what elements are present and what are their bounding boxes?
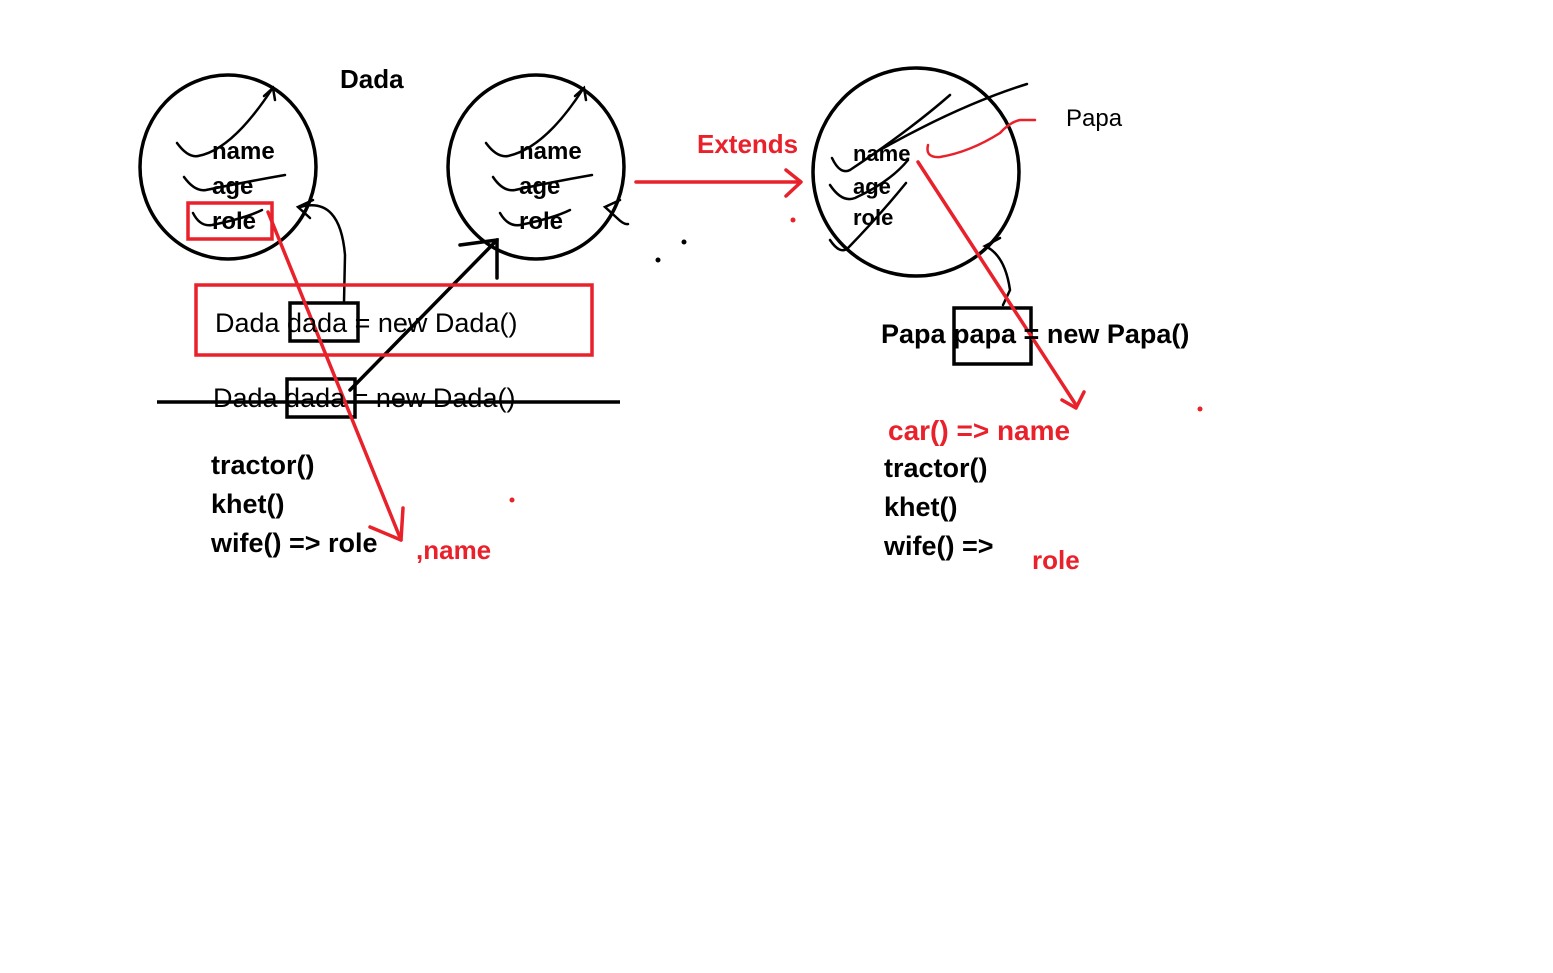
papa-extra-annotation: role [1032,545,1080,575]
papa-object-circle [811,66,1021,278]
extends-label: Extends [697,129,799,159]
papa-class-title: Papa [1066,105,1123,132]
dada-extra-annotation: ,name [416,535,492,565]
stray-dots [655,239,687,263]
dada-declaration: Dada dada = new Dada() [215,308,518,338]
red-arrow-role-to-wife [266,210,405,542]
dada-method-1: tractor() [211,450,315,480]
reference-arrow-dada [348,237,499,392]
stray-red-dots [509,217,1203,503]
dada-variable-box [288,301,360,343]
papa-method-1: tractor() [884,453,988,483]
papa-declaration: Papa papa = new Papa() [881,319,1190,349]
check-marks-1 [175,85,347,304]
dada-declaration-box [194,283,594,357]
check-marks-2 [484,85,630,227]
dada-class-title: Dada [340,64,404,94]
dada-method-3: wife() => role [211,528,378,558]
dada-object-circle-2 [446,73,626,261]
papa-method-car: car() => name [888,415,1071,446]
object2-field-role: role [519,208,564,235]
object2-field-age: age [519,173,561,200]
papa-pointer-stroke [926,118,1037,159]
dada-variable-box-struck [285,377,357,419]
dada-object-circle-1 [138,73,318,261]
red-arrow-name-to-car [916,160,1086,410]
papa-method-3: wife() => [884,531,994,561]
extends-arrow [634,168,803,198]
object1-field-name: name [212,138,275,165]
object2-field-name: name [519,138,582,165]
object3-field-role: role [853,205,894,230]
dada-declaration-struck: Dada dada = new Dada() [213,383,516,413]
dada-method-2: khet() [211,489,285,519]
object1-field-age: age [212,173,254,200]
check-marks-3 [828,82,1029,307]
object3-field-age: age [853,174,891,199]
object1-field-role: role [212,208,257,235]
object3-field-name: name [853,141,911,166]
papa-method-2: khet() [884,492,958,522]
